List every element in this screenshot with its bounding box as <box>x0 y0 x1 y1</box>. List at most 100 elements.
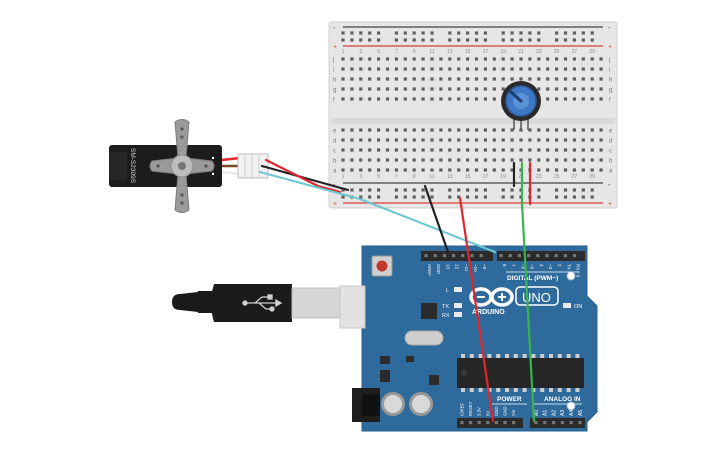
breadboard-hole[interactable] <box>501 128 505 132</box>
breadboard-hole[interactable] <box>590 57 594 61</box>
breadboard-hole[interactable] <box>590 67 594 71</box>
breadboard-hole[interactable] <box>474 128 479 132</box>
rail-hole[interactable] <box>412 38 416 42</box>
breadboard-hole[interactable] <box>457 57 461 61</box>
breadboard-hole[interactable] <box>546 87 550 91</box>
breadboard-hole[interactable] <box>421 87 425 91</box>
rail-hole[interactable] <box>457 195 461 199</box>
breadboard-hole[interactable] <box>572 148 576 152</box>
header-pin[interactable] <box>477 421 481 425</box>
breadboard-hole[interactable] <box>359 57 363 61</box>
breadboard-hole[interactable] <box>448 148 452 152</box>
breadboard-hole[interactable] <box>483 168 487 172</box>
breadboard-hole[interactable] <box>368 158 372 162</box>
breadboard-hole[interactable] <box>448 67 452 71</box>
breadboard-hole[interactable] <box>359 148 363 152</box>
breadboard-hole[interactable] <box>377 138 381 142</box>
rail-hole[interactable] <box>457 38 461 42</box>
breadboard-hole[interactable] <box>439 148 443 152</box>
breadboard-hole[interactable] <box>546 128 550 132</box>
usb-cable[interactable] <box>172 284 366 329</box>
breadboard-hole[interactable] <box>546 148 550 152</box>
breadboard-hole[interactable] <box>412 148 416 152</box>
breadboard-hole[interactable] <box>430 138 434 142</box>
rail-hole[interactable] <box>341 31 345 35</box>
rail-hole[interactable] <box>572 38 576 42</box>
breadboard-hole[interactable] <box>394 97 398 101</box>
rail-hole[interactable] <box>403 195 407 199</box>
header-pin[interactable] <box>527 254 531 258</box>
header-pin[interactable] <box>503 421 507 425</box>
breadboard-hole[interactable] <box>350 77 354 81</box>
breadboard-hole[interactable] <box>483 87 487 91</box>
rail-hole[interactable] <box>350 31 354 35</box>
breadboard-hole[interactable] <box>457 158 461 162</box>
breadboard-hole[interactable] <box>466 87 470 91</box>
header-pin[interactable] <box>470 254 474 258</box>
rail-hole[interactable] <box>483 38 487 42</box>
breadboard-hole[interactable] <box>590 77 594 81</box>
breadboard-hole[interactable] <box>501 77 505 81</box>
rail-hole[interactable] <box>368 188 372 192</box>
breadboard-hole[interactable] <box>421 138 425 142</box>
rail-hole[interactable] <box>403 188 407 192</box>
rail-hole[interactable] <box>483 31 487 35</box>
rail-hole[interactable] <box>394 188 398 192</box>
rail-hole[interactable] <box>483 188 487 192</box>
breadboard-hole[interactable] <box>599 158 603 162</box>
breadboard-hole[interactable] <box>466 57 470 61</box>
breadboard-hole[interactable] <box>412 158 416 162</box>
breadboard-hole[interactable] <box>421 128 425 132</box>
header-pin[interactable] <box>543 421 547 425</box>
breadboard-hole[interactable] <box>403 87 407 91</box>
breadboard-hole[interactable] <box>439 57 443 61</box>
rail-hole[interactable] <box>377 38 381 42</box>
breadboard-hole[interactable] <box>421 77 425 81</box>
rail-hole[interactable] <box>403 38 407 42</box>
breadboard-hole[interactable] <box>466 168 470 172</box>
breadboard-hole[interactable] <box>466 128 470 132</box>
breadboard-hole[interactable] <box>439 138 443 142</box>
breadboard-hole[interactable] <box>350 138 354 142</box>
breadboard-hole[interactable] <box>341 128 345 132</box>
rail-hole[interactable] <box>448 31 452 35</box>
breadboard-hole[interactable] <box>394 67 398 71</box>
header-pin[interactable] <box>573 254 577 258</box>
breadboard-hole[interactable] <box>572 138 576 142</box>
rail-hole[interactable] <box>590 38 594 42</box>
breadboard-hole[interactable] <box>457 168 461 172</box>
servo-motor[interactable]: SM-S2309S <box>109 119 269 213</box>
rail-hole[interactable] <box>555 188 559 192</box>
header-pin[interactable] <box>479 254 483 258</box>
breadboard-hole[interactable] <box>519 67 523 71</box>
breadboard-hole[interactable] <box>474 67 479 71</box>
breadboard-hole[interactable] <box>537 168 541 172</box>
breadboard-hole[interactable] <box>563 57 568 61</box>
breadboard-hole[interactable] <box>368 138 372 142</box>
breadboard-hole[interactable] <box>377 97 381 101</box>
rail-hole[interactable] <box>590 31 594 35</box>
breadboard-hole[interactable] <box>341 57 345 61</box>
breadboard-hole[interactable] <box>448 128 452 132</box>
breadboard-hole[interactable] <box>528 138 532 142</box>
breadboard-hole[interactable] <box>563 67 568 71</box>
breadboard-hole[interactable] <box>385 67 390 71</box>
breadboard-hole[interactable] <box>492 168 496 172</box>
breadboard-hole[interactable] <box>341 138 345 142</box>
breadboard-hole[interactable] <box>492 67 496 71</box>
breadboard-hole[interactable] <box>368 128 372 132</box>
rail-hole[interactable] <box>368 38 372 42</box>
breadboard-hole[interactable] <box>519 158 523 162</box>
rail-hole[interactable] <box>341 195 345 199</box>
wire-5v[interactable] <box>458 196 495 423</box>
breadboard-hole[interactable] <box>368 67 372 71</box>
breadboard-hole[interactable] <box>448 87 452 91</box>
breadboard-hole[interactable] <box>572 77 576 81</box>
breadboard-hole[interactable] <box>483 138 487 142</box>
breadboard-hole[interactable] <box>572 67 576 71</box>
breadboard-hole[interactable] <box>537 158 541 162</box>
rail-hole[interactable] <box>519 31 523 35</box>
breadboard-hole[interactable] <box>546 57 550 61</box>
header-pin[interactable] <box>442 254 446 258</box>
header-pin[interactable] <box>560 421 564 425</box>
